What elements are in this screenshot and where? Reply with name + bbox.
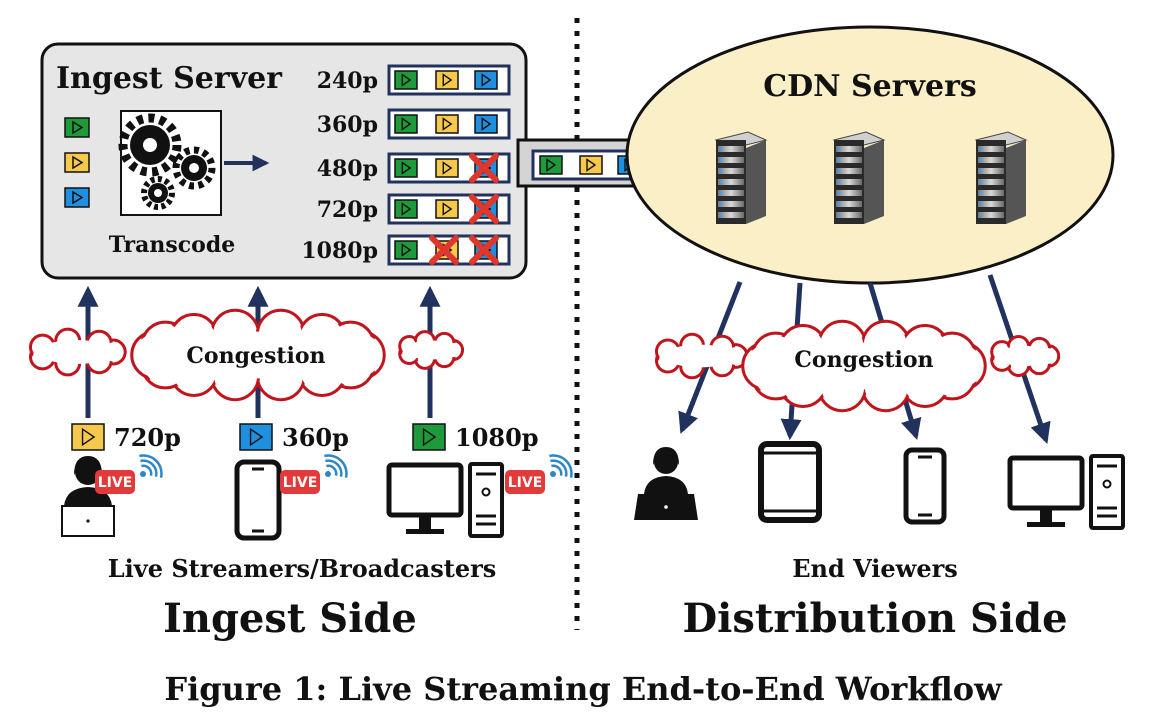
live-broadcast-icon: LIVE (280, 454, 348, 494)
rendition-label: 480p (317, 156, 378, 182)
gears-icon (118, 110, 222, 216)
ingest-server: Ingest Server (40, 42, 528, 280)
input-segments (64, 117, 90, 208)
rendition-label: 240p (317, 68, 378, 94)
laptop-user-icon (634, 447, 698, 520)
server-icon (832, 131, 886, 224)
live-broadcast-icon: LIVE (95, 454, 163, 494)
play-icon (394, 240, 418, 260)
figure-caption: Figure 1: Live Streaming End-to-End Work… (164, 670, 1003, 708)
cdn-servers: CDN Servers (625, 25, 1115, 285)
desktop-icon (1007, 454, 1125, 530)
cdn-title: CDN Servers (763, 69, 977, 104)
server-icon (974, 131, 1028, 224)
live-badge-label: LIVE (283, 475, 318, 491)
live-badge-label: LIVE (508, 475, 543, 491)
play-icon (71, 423, 105, 451)
cloud-icon (654, 332, 749, 380)
play-icon (579, 155, 603, 175)
rendition-row (387, 193, 511, 225)
desktop-icon (386, 462, 504, 538)
play-icon (435, 114, 459, 134)
rendition-label: 360p (317, 112, 378, 138)
phone-icon (903, 447, 947, 525)
cloud-icon (398, 330, 465, 370)
ingest-side-label: Ingest Side (163, 595, 417, 642)
rendition-ladder: 240p 360p 480p 720p 1080p (301, 64, 511, 266)
rendition-label: 720p (317, 197, 378, 223)
ingest-server-title: Ingest Server (56, 61, 283, 96)
upload-resolution-label: 720p (114, 423, 181, 452)
transcode-label: Transcode (109, 232, 235, 258)
play-icon (64, 117, 90, 138)
cross-icon (469, 235, 499, 265)
play-icon (394, 114, 418, 134)
viewers-label: End Viewers (792, 554, 958, 583)
upload-resolution-label: 1080p (455, 423, 539, 452)
server-icon (714, 131, 768, 224)
cloud-icon (28, 327, 127, 377)
upload-segments: 720p 360p 1080p (71, 423, 539, 452)
play-icon (435, 158, 459, 178)
play-icon (435, 70, 459, 90)
live-broadcast-icon: LIVE (505, 454, 573, 494)
upload-resolution-label: 360p (282, 423, 349, 452)
congestion-clouds (28, 308, 1061, 413)
play-icon (239, 423, 273, 451)
streamers-label: Live Streamers/Broadcasters (108, 554, 497, 583)
distribution-side-label: Distribution Side (682, 595, 1067, 642)
play-icon (412, 423, 446, 451)
play-icon (539, 155, 563, 175)
rendition-label: 1080p (301, 238, 378, 264)
cross-icon (469, 194, 499, 224)
rendition-row (387, 234, 511, 266)
play-icon (474, 70, 498, 90)
cloud-icon (130, 308, 386, 402)
cloud-icon (741, 319, 987, 413)
play-icon (394, 158, 418, 178)
tablet-icon (758, 441, 822, 523)
laptop-user-icon (61, 456, 115, 537)
cross-icon (429, 235, 459, 265)
play-icon (394, 70, 418, 90)
cross-icon (469, 153, 499, 183)
congestion-label-ingest: Congestion (186, 343, 325, 369)
play-icon (64, 152, 90, 173)
play-icon (394, 199, 418, 219)
rendition-row (387, 108, 511, 140)
cloud-icon (990, 335, 1061, 377)
rendition-row (387, 64, 511, 96)
play-icon (64, 187, 90, 208)
rendition-row (387, 152, 511, 184)
phone-icon (234, 459, 282, 541)
play-icon (435, 199, 459, 219)
live-badge-label: LIVE (98, 475, 133, 491)
play-icon (474, 114, 498, 134)
congestion-label-distribution: Congestion (794, 347, 933, 373)
